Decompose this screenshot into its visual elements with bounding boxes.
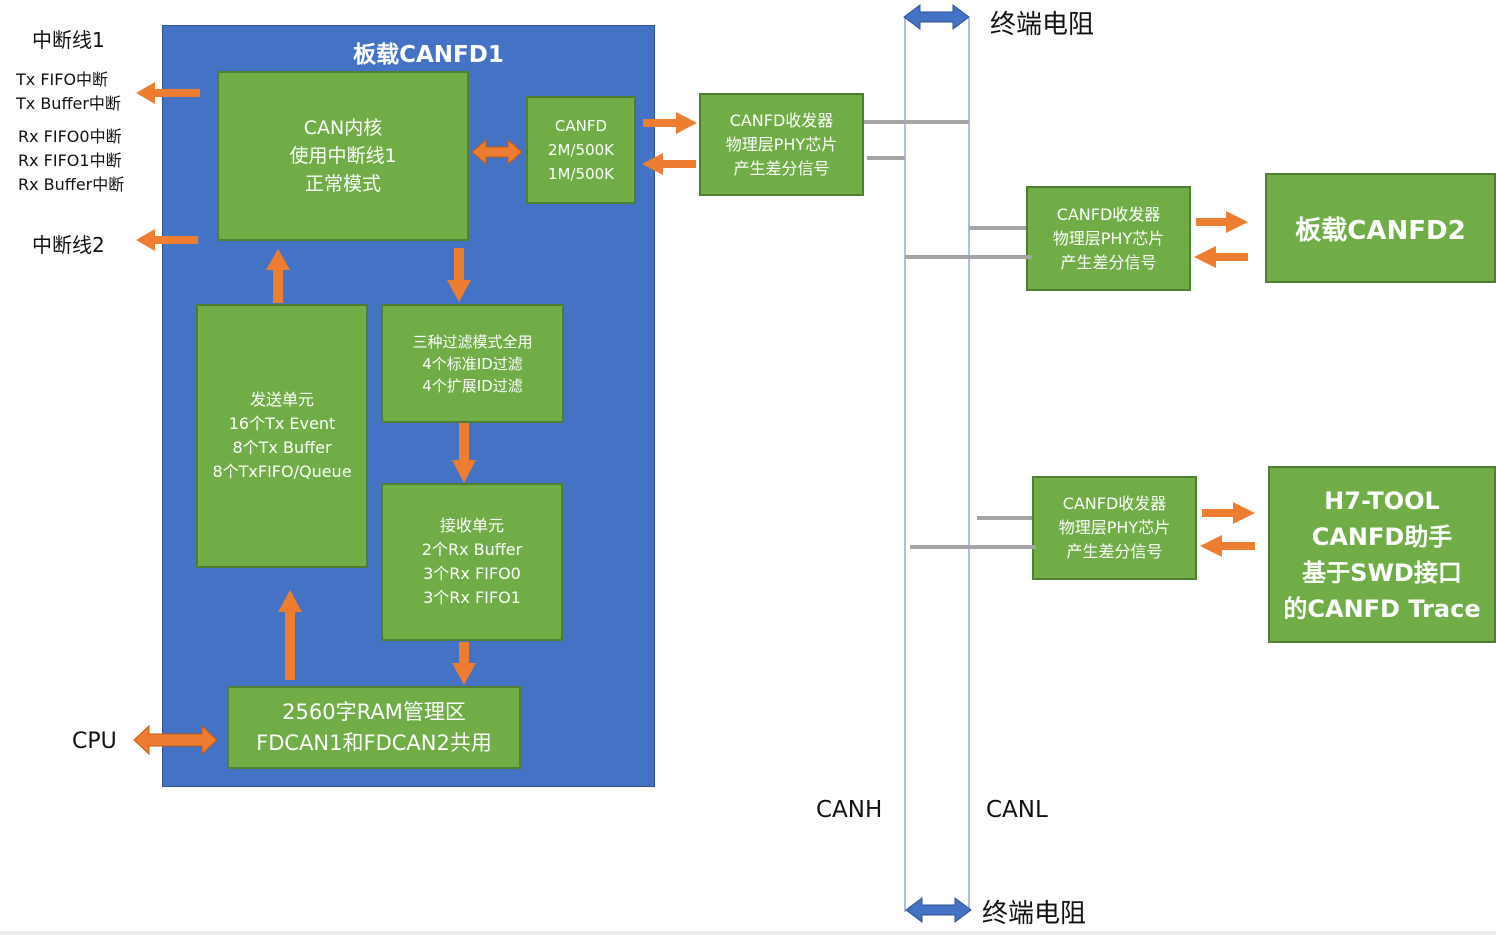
rate-to-transceiver1-arrow-icon	[643, 112, 697, 134]
irq-line1-label: 中断线1	[32, 28, 105, 52]
can-core-line2: 使用中断线1	[289, 145, 397, 167]
canfd-rate-line3: 1M/500K	[547, 165, 614, 183]
rx-unit-line1: 接收单元	[439, 516, 504, 535]
ram-line2: FDCAN1和FDCAN2共用	[256, 730, 492, 755]
rx-irq-label-buffer: Rx Buffer中断	[18, 175, 125, 194]
h7tool-line4: 的CANFD Trace	[1283, 594, 1481, 623]
h7tool-block: H7-TOOL CANFD助手 基于SWD接口 的CANFD Trace	[1268, 466, 1496, 643]
transceiver-3: CANFD收发器 物理层PHY芯片 产生差分信号	[1032, 476, 1197, 580]
can-core-line1: CAN内核	[303, 117, 383, 139]
can-core-block: CAN内核 使用中断线1 正常模式	[217, 71, 469, 241]
core-to-filter-arrow-icon	[447, 248, 471, 302]
filter-block: 三种过滤模式全用 4个标准ID过滤 4个扩展ID过滤	[381, 304, 564, 423]
tx-unit-line1: 发送单元	[249, 390, 314, 409]
transceiver-1-line3: 产生差分信号	[733, 158, 830, 178]
terminator-top-label: 终端电阻	[990, 10, 1095, 40]
cpu-label: CPU	[72, 729, 117, 754]
transceiver-3-line3: 产生差分信号	[1066, 542, 1163, 561]
core-rate-double-arrow-icon	[471, 138, 523, 166]
transceiver-2-line1: CANFD收发器	[1056, 204, 1161, 224]
irq-line2-label: 中断线2	[32, 233, 105, 257]
filter-line1: 三种过滤模式全用	[412, 332, 533, 351]
tx-irq-label-fifo: Tx FIFO中断	[16, 70, 109, 89]
canfd-rate-line2: 2M/500K	[547, 141, 614, 159]
canl-label: CANL	[986, 797, 1048, 823]
transceiver-1: CANFD收发器 物理层PHY芯片 产生差分信号	[699, 93, 864, 196]
h7tool-line3: 基于SWD接口	[1302, 558, 1462, 587]
terminator-top-icon	[903, 4, 970, 30]
rx-unit-line2: 2个Rx Buffer	[421, 540, 523, 559]
tx-to-core-arrow-icon	[266, 249, 290, 303]
rx-unit-block: 接收单元 2个Rx Buffer 3个Rx FIFO0 3个Rx FIFO1	[381, 483, 563, 641]
transceiver2-to-board2-arrow-icon	[1196, 211, 1248, 233]
tx-unit-line3: 8个Tx Buffer	[232, 438, 332, 457]
canh-label: CANH	[816, 797, 883, 823]
canfd-rate-block: CANFD 2M/500K 1M/500K	[526, 96, 636, 204]
h7tool-to-transceiver3-arrow-icon	[1200, 535, 1255, 557]
tx-unit-block: 发送单元 16个Tx Event 8个Tx Buffer 8个TxFIFO/Qu…	[196, 304, 368, 568]
filter-line3: 4个扩展ID过滤	[422, 376, 523, 395]
transceiver-1-line1: CANFD收发器	[729, 110, 834, 130]
terminator-bottom-label: 终端电阻	[982, 899, 1087, 929]
ram-line1: 2560字RAM管理区	[282, 699, 466, 724]
board2-to-transceiver2-arrow-icon	[1194, 246, 1248, 268]
irq-line1-arrow-icon	[136, 82, 200, 104]
rx-unit-line4: 3个Rx FIFO1	[423, 588, 521, 607]
bottom-bar	[0, 931, 1496, 935]
board-canfd2: 板载CANFD2	[1265, 173, 1496, 283]
cpu-ram-double-arrow-icon	[133, 724, 218, 756]
rx-unit-line3: 3个Rx FIFO0	[423, 564, 521, 583]
rx-to-ram-arrow-icon	[452, 642, 476, 685]
transceiver3-to-h7tool-arrow-icon	[1202, 502, 1255, 524]
h7tool-line2: CANFD助手	[1311, 522, 1453, 551]
rx-irq-label-fifo0: Rx FIFO0中断	[18, 127, 122, 146]
board-canfd2-title: 板载CANFD2	[1295, 215, 1466, 246]
transceiver-2-line2: 物理层PHY芯片	[1052, 228, 1165, 248]
irq-line2-arrow-icon	[136, 229, 198, 251]
rx-irq-label-fifo1: Rx FIFO1中断	[18, 151, 122, 170]
transceiver-1-line2: 物理层PHY芯片	[725, 134, 838, 154]
terminator-bottom-icon	[905, 897, 972, 923]
filter-to-rx-arrow-icon	[452, 423, 476, 483]
ram-block: 2560字RAM管理区 FDCAN1和FDCAN2共用	[227, 686, 521, 769]
tx-irq-label-buffer: Tx Buffer中断	[16, 94, 121, 113]
transceiver-3-line2: 物理层PHY芯片	[1058, 518, 1171, 537]
tx-unit-line2: 16个Tx Event	[228, 414, 336, 433]
can-core-line3: 正常模式	[304, 173, 381, 195]
ram-to-tx-arrow-icon	[278, 590, 302, 680]
filter-line2: 4个标准ID过滤	[422, 354, 523, 373]
transceiver-2: CANFD收发器 物理层PHY芯片 产生差分信号	[1026, 186, 1191, 291]
transceiver1-to-rate-arrow-icon	[642, 153, 696, 175]
canfd-rate-line1: CANFD	[554, 117, 608, 135]
transceiver-3-line1: CANFD收发器	[1062, 494, 1167, 513]
tx-unit-line4: 8个TxFIFO/Queue	[212, 462, 352, 481]
board-canfd1-title: 板载CANFD1	[353, 42, 504, 68]
h7tool-line1: H7-TOOL	[1324, 486, 1440, 515]
transceiver-2-line3: 产生差分信号	[1060, 252, 1157, 272]
